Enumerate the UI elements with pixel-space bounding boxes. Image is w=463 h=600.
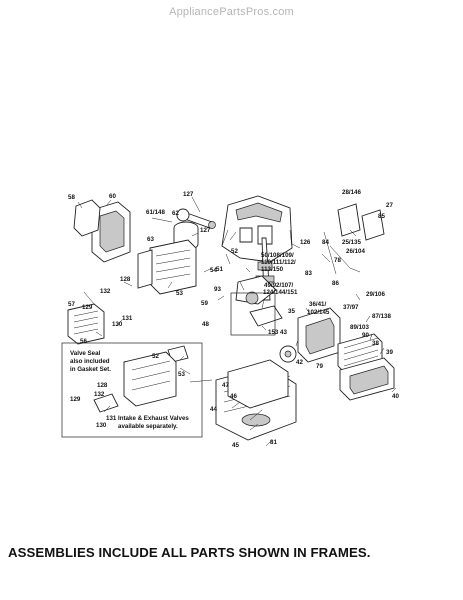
cylinder-head[interactable] (149, 239, 197, 295)
label-37-97: 37/97 (343, 304, 359, 311)
label-79: 79 (316, 363, 323, 370)
label-130b: 130 (96, 422, 107, 429)
label-124-group: 124/144/151 (263, 289, 298, 296)
label-35: 35 (288, 308, 295, 315)
label-90: 90 (362, 332, 369, 339)
label-49-group: 49/92/107/ (264, 282, 294, 289)
air-filter-base[interactable] (297, 307, 341, 363)
label-26-104: 26/104 (346, 248, 365, 255)
flywheel-magneto[interactable] (235, 275, 277, 305)
sump-gasket[interactable] (227, 359, 289, 409)
throttle-linkage-bracket[interactable] (323, 203, 385, 275)
valve-seal-note: Valve Seal also included in Gasket Set. (70, 350, 111, 373)
label-44: 44 (210, 406, 217, 413)
label-56: 56 (80, 338, 87, 345)
label-51: 51 (216, 266, 223, 273)
label-93: 93 (214, 286, 221, 293)
label-57: 57 (68, 301, 75, 308)
assemblies-note: ASSEMBLIES INCLUDE ALL PARTS SHOWN IN FR… (8, 545, 371, 560)
label-29-106: 29/106 (366, 291, 385, 298)
label-25-135: 25/135 (342, 239, 361, 246)
label-45: 45 (232, 442, 239, 449)
svg-text:available separately.: available separately. (118, 423, 178, 430)
label-128b: 128 (97, 382, 108, 389)
label-46: 46 (230, 393, 237, 400)
label-132b: 132 (94, 391, 105, 398)
label-52a: 52 (231, 248, 238, 255)
label-131b: 131 (106, 415, 117, 422)
label-38: 38 (372, 340, 379, 347)
label-27: 27 (386, 202, 393, 209)
label-126: 126 (300, 239, 311, 246)
label-52b: 52 (152, 353, 159, 360)
label-86: 86 (332, 280, 339, 287)
label-48: 48 (202, 321, 209, 328)
svg-text:in Gasket Set.: in Gasket Set. (70, 366, 111, 373)
magneto-frame (230, 292, 276, 336)
label-53b: 53 (178, 371, 185, 378)
connecting-rod[interactable] (176, 208, 216, 229)
engine-block[interactable] (221, 195, 293, 263)
label-85: 85 (378, 213, 385, 220)
label-132a: 132 (100, 288, 111, 295)
label-83: 83 (305, 270, 312, 277)
label-81: 81 (270, 439, 277, 446)
label-127b: 127 (200, 227, 211, 234)
label-36-group: 36/41/ (309, 301, 326, 308)
label-131a: 131 (122, 315, 133, 322)
label-43: 43 (280, 329, 287, 336)
label-130a: 130 (112, 321, 123, 328)
valve-seal-frame (61, 342, 203, 438)
shroud[interactable] (91, 201, 131, 263)
muffler-shield[interactable] (73, 199, 101, 237)
label-39: 39 (386, 349, 393, 356)
watermark: AppliancePartsPros.com (169, 6, 294, 18)
label-153: 153 (268, 329, 279, 336)
air-cleaner-cover[interactable] (339, 357, 395, 401)
label-42: 42 (296, 359, 303, 366)
label-89-103: 89/103 (350, 324, 369, 331)
label-128a: 128 (120, 276, 131, 283)
label-50-group: 50/108/109/ (261, 252, 294, 259)
label-62: 62 (172, 210, 179, 217)
label-127a: 127 (183, 191, 194, 198)
label-47: 47 (222, 382, 229, 389)
label-58: 58 (68, 194, 75, 201)
label-87-138: 87/138 (372, 313, 391, 320)
svg-text:also included: also included (70, 358, 110, 365)
label-40: 40 (392, 393, 399, 400)
label-102-145: 102/145 (307, 309, 330, 316)
label-59: 59 (201, 300, 208, 307)
head-gasket[interactable] (137, 249, 153, 289)
label-28-146: 28/146 (342, 189, 361, 196)
label-129b: 129 (70, 396, 81, 403)
label-61-148: 61/148 (146, 209, 165, 216)
label-84: 84 (322, 239, 329, 246)
label-113-150: 113/150 (261, 266, 284, 273)
svg-text:Valve Seal: Valve Seal (70, 350, 101, 357)
gasket-set-head[interactable] (123, 351, 177, 407)
label-53a: 53 (176, 290, 183, 297)
label-110-group: 110/111/112/ (261, 259, 296, 266)
label-60: 60 (109, 193, 116, 200)
label-129a: 129 (82, 304, 93, 311)
svg-text:Intake & Exhaust Valves: Intake & Exhaust Valves (118, 415, 189, 422)
rocker-arm-assembly[interactable] (93, 345, 189, 413)
label-54: 54 (210, 267, 217, 274)
valves-available-note: Intake & Exhaust Valves available separa… (118, 415, 189, 430)
label-63: 63 (147, 236, 154, 243)
ignition-coil[interactable] (249, 305, 283, 327)
label-78: 78 (334, 257, 341, 264)
fuel-pump[interactable] (279, 345, 297, 363)
